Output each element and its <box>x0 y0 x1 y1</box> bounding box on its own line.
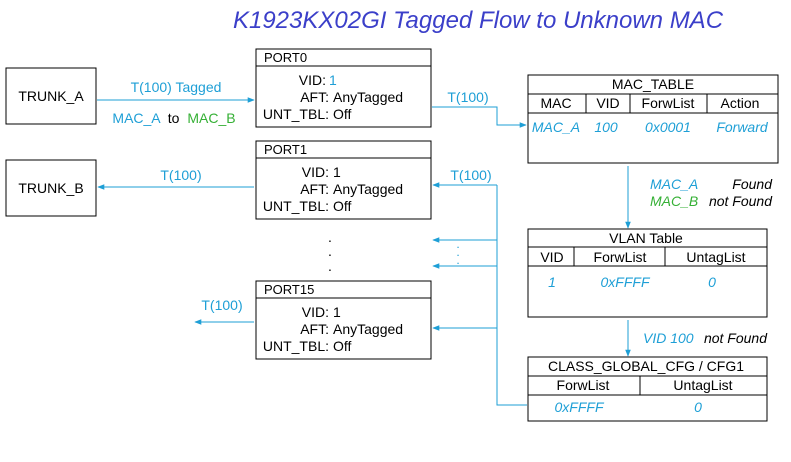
port1-vid-label: VID: <box>302 164 329 180</box>
mac-table-cell-forwlist: 0x0001 <box>645 119 691 135</box>
port15-unt-label: UNT_TBL: <box>263 338 329 354</box>
port15-title: PORT15 <box>264 282 314 297</box>
trunk-b-out-label: T(100) <box>160 167 201 183</box>
mac-a-status-mac: MAC_A <box>650 176 698 192</box>
class-cfg-title: CLASS_GLOBAL_CFG / CFG1 <box>548 358 744 374</box>
port15-unt-value: Off <box>333 338 352 354</box>
mac-table-header-action: Action <box>721 95 760 111</box>
mac-b-status-mac: MAC_B <box>650 193 698 209</box>
port0-out-label: T(100) <box>447 89 488 105</box>
ports-ellipsis-3: . <box>328 258 332 274</box>
mac-table-cell-mac: MAC_A <box>532 119 580 135</box>
port0-aft-label: AFT: <box>300 89 329 105</box>
port15-out-label: T(100) <box>201 297 242 313</box>
vlan-status: not Found <box>704 330 768 346</box>
ports-ellipsis-2: . <box>328 243 332 259</box>
trunk-b-label: TRUNK_B <box>18 180 83 196</box>
class-global-cfg-table: CLASS_GLOBAL_CFG / CFG1 ForwList UntagLi… <box>527 356 768 422</box>
mac-a-to-label: MAC_A to MAC_B <box>112 110 235 126</box>
mac-table-header-forwlist: ForwList <box>642 95 695 111</box>
mac-a-status: Found <box>732 176 773 192</box>
mac-table: MAC_TABLE MAC VID ForwList Action MAC_A … <box>527 74 779 164</box>
trunk-a-label: TRUNK_A <box>18 88 84 104</box>
port1-aft-label: AFT: <box>300 181 329 197</box>
connectors <box>97 97 631 406</box>
port0-vid-label: VID: <box>299 72 326 88</box>
port1-title: PORT1 <box>264 142 307 157</box>
mac-table-header-vid: VID <box>596 95 619 111</box>
trunk-a-box: TRUNK_A <box>5 67 97 125</box>
ports-ellipsis-1: . <box>328 229 332 245</box>
vlan-table-cell-untaglist: 0 <box>708 274 716 290</box>
flood-bus <box>496 185 527 406</box>
port15-aft-value: AnyTagged <box>333 321 403 337</box>
bus-ellipsis-1: . <box>456 237 459 251</box>
vlan-table-cell-forwlist: 0xFFFF <box>601 274 651 290</box>
port15-vid-label: VID: <box>302 304 329 320</box>
vlan-table-cell-vid: 1 <box>548 274 556 290</box>
port0-vid-value: 1 <box>329 72 337 88</box>
port1-unt-label: UNT_TBL: <box>263 198 329 214</box>
port15-vid-value: 1 <box>333 304 341 320</box>
arrow-port0-to-mac-table <box>432 106 527 128</box>
vlan-table-header-forwlist: ForwList <box>594 249 647 265</box>
port0-box: PORT0 VID: 1 AFT: AnyTagged UNT_TBL: Off <box>255 48 432 128</box>
class-cfg-header-untaglist: UntagList <box>673 377 732 393</box>
port0-title: PORT0 <box>264 50 307 65</box>
ingress-label: T(100) Tagged <box>131 79 222 95</box>
vlan-table-header-vid: VID <box>540 249 563 265</box>
mac-table-cell-vid: 100 <box>594 119 618 135</box>
port1-box: PORT1 VID: 1 AFT: AnyTagged UNT_TBL: Off <box>255 140 432 220</box>
port0-unt-value: Off <box>333 106 352 122</box>
port0-aft-value: AnyTagged <box>333 89 403 105</box>
port1-in-label: T(100) <box>450 167 491 183</box>
trunk-b-box: TRUNK_B <box>5 159 97 217</box>
port1-vid-value: 1 <box>333 164 341 180</box>
class-cfg-cell-untaglist: 0 <box>694 399 702 415</box>
class-cfg-header-forwlist: ForwList <box>557 377 610 393</box>
port1-aft-value: AnyTagged <box>333 181 403 197</box>
mac-b-status: not Found <box>709 193 773 209</box>
mac-table-header-mac: MAC <box>540 95 571 111</box>
port0-unt-label: UNT_TBL: <box>263 106 329 122</box>
bus-ellipsis-2: . <box>456 245 459 259</box>
bus-ellipsis-3: . <box>456 253 459 267</box>
port15-box: PORT15 VID: 1 AFT: AnyTagged UNT_TBL: Of… <box>255 280 432 360</box>
vlan-table: VLAN Table VID ForwList UntagList 1 0xFF… <box>527 228 768 318</box>
port15-aft-label: AFT: <box>300 321 329 337</box>
to-text: to <box>168 110 180 126</box>
mac-table-cell-action: Forward <box>716 119 769 135</box>
mac-a-text: MAC_A <box>112 110 161 126</box>
port1-unt-value: Off <box>333 198 352 214</box>
vlan-table-title: VLAN Table <box>609 230 683 246</box>
vlan-table-header-untaglist: UntagList <box>686 249 745 265</box>
vlan-status-vid: VID 100 <box>643 330 694 346</box>
mac-b-text: MAC_B <box>187 110 235 126</box>
mac-table-title: MAC_TABLE <box>612 76 694 92</box>
class-cfg-cell-forwlist: 0xFFFF <box>555 399 605 415</box>
diagram-title: K1923KX02GI Tagged Flow to Unknown MAC <box>233 7 724 34</box>
